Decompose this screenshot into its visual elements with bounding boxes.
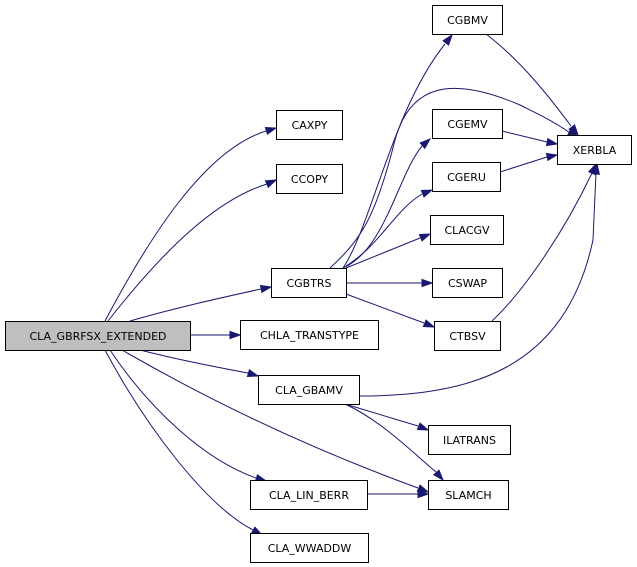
edge-clagbamv-to-ilatrans: [344, 403, 419, 427]
node-chla[interactable]: CHLA_TRANSTYPE: [240, 320, 379, 350]
edge-clagbamv-to-slamch: [344, 403, 437, 473]
node-clawwaddw[interactable]: CLA_WWADDW: [250, 533, 369, 563]
nodes-layer: CLA_GBRFSX_EXTENDED CAXPY CCOPY CGBTRS CHLA_…: [5, 5, 632, 563]
node-label-cgeru: CGERU: [447, 171, 486, 184]
edge-root-to-caxpy: [104, 130, 267, 322]
node-label-clawwaddw: CLA_WWADDW: [268, 542, 352, 555]
arrowhead-root-to-cgbtrs: [259, 284, 273, 294]
arrowhead-cgbtrs-to-cgemv: [419, 138, 432, 150]
arrowhead-root-to-clagbamv: [246, 368, 260, 378]
edge-cgbtrs-to-cgeru: [345, 193, 423, 267]
node-ccopy[interactable]: CCOPY: [276, 164, 343, 194]
node-label-clalin: CLA_LIN_BERR: [269, 489, 349, 502]
node-label-cswap: CSWAP: [448, 277, 487, 290]
node-label-caxpy: CAXPY: [292, 119, 328, 132]
node-box-caxpy[interactable]: [276, 110, 343, 140]
node-ilatrans[interactable]: ILATRANS: [428, 425, 511, 455]
node-box-xerbla[interactable]: [557, 135, 632, 165]
edge-root-to-clalin: [109, 349, 257, 479]
arrowhead-clagbamv-to-xerbla: [591, 162, 601, 175]
node-box-chla[interactable]: [240, 320, 379, 350]
edge-clagbamv-to-xerbla: [358, 172, 597, 397]
node-cgemv[interactable]: CGEMV: [432, 109, 503, 139]
node-label-chla: CHLA_TRANSTYPE: [260, 329, 359, 342]
arrowhead-cgbtrs-to-cgeru: [420, 189, 434, 198]
edges-layer: [104, 33, 601, 536]
edge-cgemv-to-xerbla: [501, 130, 548, 143]
node-box-ccopy[interactable]: [276, 164, 343, 194]
node-cgbmv[interactable]: CGBMV: [432, 5, 503, 35]
node-label-clagbamv: CLA_GBAMV: [275, 384, 343, 397]
arrowhead-clalin-to-slamch: [417, 489, 430, 499]
node-box-cswap[interactable]: [432, 268, 503, 298]
edge-cgeru-to-xerbla: [499, 156, 548, 173]
node-box-clagbamv[interactable]: [258, 375, 360, 405]
node-label-slamch: SLAMCH: [445, 489, 491, 502]
edge-cgbmv-to-xerbla: [485, 33, 572, 127]
edge-cgbtrs-to-xerbla: [329, 87, 571, 269]
node-box-slamch[interactable]: [428, 480, 509, 510]
node-cswap[interactable]: CSWAP: [432, 268, 503, 298]
node-xerbla[interactable]: XERBLA: [557, 135, 632, 165]
arrowhead-cgbtrs-to-cgbmv: [442, 33, 453, 46]
node-box-root[interactable]: [5, 321, 191, 351]
node-slamch[interactable]: SLAMCH: [428, 480, 509, 510]
edge-cgbtrs-to-cgemv: [342, 145, 423, 269]
arrowhead-cgbtrs-to-ctbsv: [422, 319, 436, 328]
arrowhead-root-to-caxpy: [264, 126, 278, 136]
edge-root-to-clawwaddw: [104, 349, 254, 531]
node-root[interactable]: CLA_GBRFSX_EXTENDED: [5, 321, 191, 351]
edge-root-to-ccopy: [107, 183, 268, 322]
arrowhead-root-to-ccopy: [264, 179, 278, 189]
node-box-clacgv[interactable]: [430, 215, 504, 245]
arrowhead-cgeru-to-xerbla: [545, 152, 559, 162]
node-box-ilatrans[interactable]: [428, 425, 511, 455]
node-label-clacgv: CLACGV: [444, 224, 490, 237]
node-label-cgbmv: CGBMV: [447, 14, 488, 27]
node-box-clawwaddw[interactable]: [250, 533, 369, 563]
node-cgeru[interactable]: CGERU: [432, 162, 501, 192]
arrowhead-clagbamv-to-slamch: [432, 469, 444, 482]
edge-cgbtrs-to-ctbsv: [345, 293, 425, 324]
node-box-cgbmv[interactable]: [432, 5, 503, 35]
node-label-cgemv: CGEMV: [447, 118, 488, 131]
arrowhead-cgbtrs-to-cswap: [421, 278, 434, 288]
node-label-xerbla: XERBLA: [573, 144, 617, 157]
arrowhead-root-to-chla: [229, 330, 242, 340]
edge-cgbtrs-to-clacgv: [345, 237, 421, 269]
node-label-ilatrans: ILATRANS: [443, 434, 496, 447]
edge-ctbsv-to-xerbla: [491, 172, 593, 322]
node-ctbsv[interactable]: CTBSV: [434, 321, 501, 351]
node-box-cgeru[interactable]: [432, 162, 501, 192]
edge-root-to-slamch: [121, 349, 419, 489]
node-label-cgbtrs: CGBTRS: [286, 277, 331, 290]
node-clalin[interactable]: CLA_LIN_BERR: [250, 480, 368, 510]
arrowhead-cgbmv-to-xerbla: [568, 124, 579, 137]
node-clagbamv[interactable]: CLA_GBAMV: [258, 375, 360, 405]
node-cgbtrs[interactable]: CGBTRS: [271, 268, 347, 298]
node-box-ctbsv[interactable]: [434, 321, 501, 351]
node-box-cgbtrs[interactable]: [271, 268, 347, 298]
arrowhead-clagbamv-to-ilatrans: [416, 422, 430, 431]
node-clacgv[interactable]: CLACGV: [430, 215, 504, 245]
node-box-clalin[interactable]: [250, 480, 368, 510]
edge-root-to-cgbtrs: [129, 288, 262, 322]
arrowhead-cgbtrs-to-clacgv: [418, 233, 432, 242]
arrowhead-cgemv-to-xerbla: [545, 137, 559, 147]
node-caxpy[interactable]: CAXPY: [276, 110, 343, 140]
edge-root-to-clagbamv: [139, 349, 249, 374]
node-label-ccopy: CCOPY: [291, 173, 328, 186]
node-label-ctbsv: CTBSV: [449, 330, 486, 343]
node-label-root: CLA_GBRFSX_EXTENDED: [29, 330, 166, 343]
edge-cgbtrs-to-cgbmv: [342, 43, 446, 269]
node-box-cgemv[interactable]: [432, 109, 503, 139]
